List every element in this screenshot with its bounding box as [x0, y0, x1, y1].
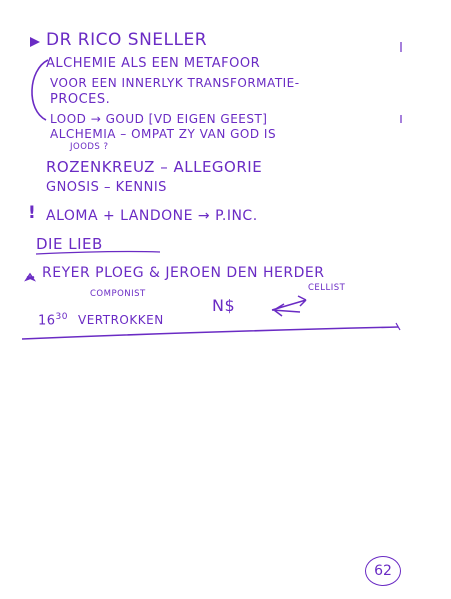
exclamation-mark: ! [28, 203, 37, 223]
star-bullet-icon [24, 272, 37, 282]
double-arrow-icon [271, 295, 307, 317]
page-number: 62 [365, 556, 401, 586]
note-line-4: LOOD → GOUD [VD EIGEN GEEST] [50, 112, 268, 126]
heading: DR RICO SNELLER [46, 30, 208, 50]
note-line-11: VERTROKKEN [78, 313, 164, 327]
note-line-2: VOOR EEN INNERLYK TRANSFORMATIE- [50, 76, 300, 90]
note-line-11-tail: N$ [212, 296, 236, 315]
note-line-7: GNOSIS – KENNIS [46, 180, 167, 195]
note-line-3: PROCES. [50, 92, 111, 107]
note-line-10-right-annotation: CELLIST [308, 283, 346, 293]
note-line-10: REYER PLOEG & JEROEN DEN HERDER [42, 265, 325, 281]
note-line-8: ALOMA + LANDONE → P.INC. [46, 208, 258, 224]
note-line-11-time: 1630 [38, 312, 68, 329]
section-rule-icon [21, 326, 399, 340]
note-line-5: ALCHEMIA – OMPAT ZY VAN GOD IS [50, 127, 277, 141]
note-line-9: DIE LIEB [36, 235, 103, 253]
note-line-5-annotation: JOODS ? [70, 142, 109, 152]
note-line-1: ALCHEMIE ALS EEN METAFOOR [46, 56, 261, 71]
underline-icon [35, 250, 161, 255]
note-line-6: ROZENKREUZ – ALLEGORIE [46, 158, 263, 176]
heading-bullet-icon [30, 37, 40, 47]
rule-end-tick-icon [395, 322, 401, 331]
note-line-10-left-annotation: COMPONIST [90, 289, 146, 299]
left-bracket-icon [31, 59, 49, 121]
